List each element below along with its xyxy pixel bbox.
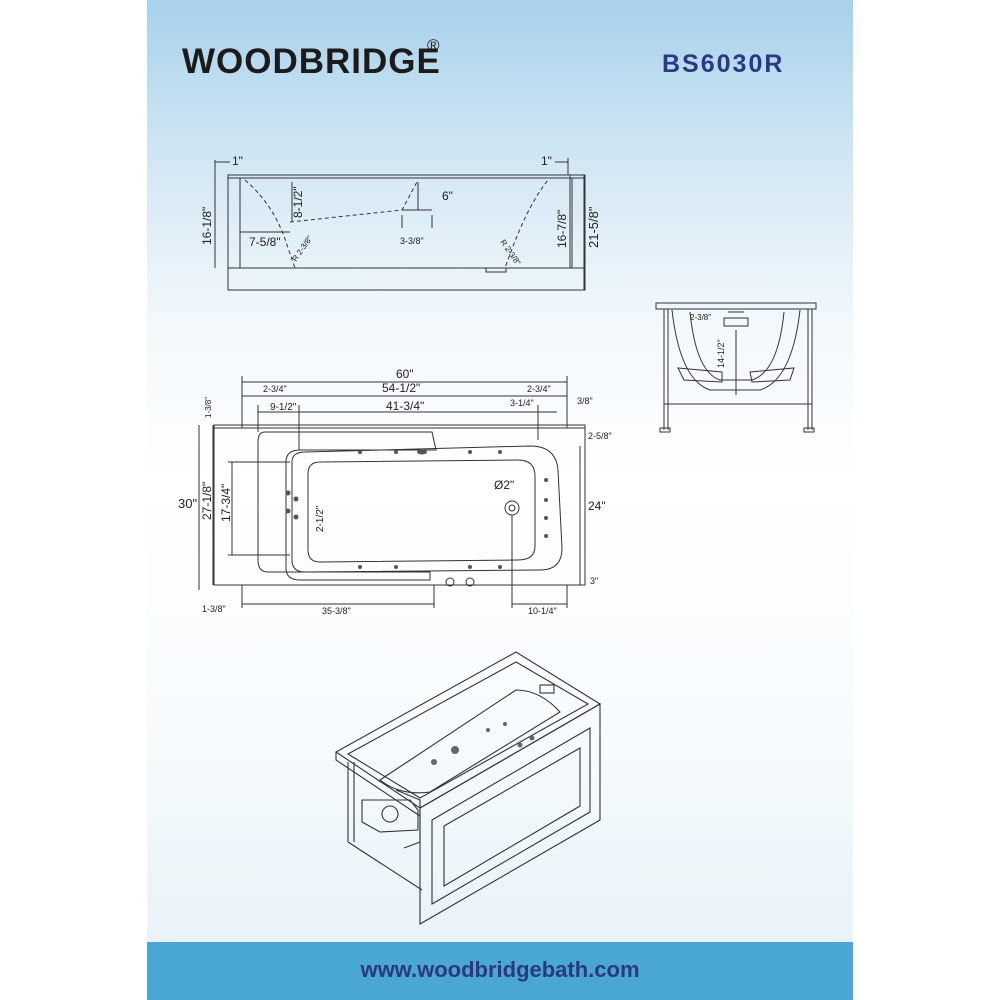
persp-basin (379, 689, 561, 794)
dim-label: 2-1/2" (315, 505, 326, 532)
side-outline (227, 174, 586, 291)
dim-label: 27-1/8" (200, 482, 214, 520)
jet-nozzles (285, 449, 548, 569)
dim-label: 3/8" (577, 396, 593, 406)
top-plan-view (198, 376, 586, 608)
plan-outer-rim (213, 424, 586, 586)
end-rim (655, 302, 817, 310)
dim-label: 54-1/2" (382, 381, 420, 395)
dim-label: 17-3/4" (219, 484, 233, 522)
dim-label: 41-3/4" (386, 399, 424, 413)
dim-label: 7-5/8" (249, 235, 281, 249)
persp-pump (361, 799, 419, 833)
dim-label: 16-1/8" (200, 207, 214, 245)
dim-label: Ø2" (494, 478, 514, 492)
persp-motor (381, 805, 399, 823)
persp-jets (431, 722, 535, 765)
brand-logo: WOODBRIDGE (182, 42, 441, 81)
seat-profile-dashed (289, 179, 419, 223)
dim-label: 3-3/8" (400, 236, 424, 246)
dim-label: 1-3/8" (204, 397, 213, 418)
persp-overflow (539, 684, 555, 694)
armrest-deck (257, 431, 437, 581)
dim-label: 14-1/2" (716, 339, 726, 368)
dim-label: R 2-3/8" (290, 234, 314, 263)
end-view (655, 302, 817, 433)
perspective-view (334, 651, 602, 925)
dim-label: 1" (541, 154, 552, 168)
dim-label: 30" (178, 496, 197, 511)
persp-frame-bottom (347, 841, 423, 891)
dim-label: 3-1/4" (510, 398, 534, 408)
dim-label: 24" (588, 499, 606, 513)
dim-label: 35-3/8" (322, 606, 351, 616)
end-foot-right (803, 427, 815, 433)
persp-rim-edge (335, 752, 421, 817)
persp-apron-panel (443, 747, 581, 887)
dim-label: 1" (232, 154, 243, 168)
dim-label: R 2-3/8" (498, 238, 522, 267)
end-pipe-right (749, 367, 795, 383)
drain-circle (504, 500, 520, 516)
basin-floor (307, 459, 536, 563)
persp-rim-top (334, 651, 602, 809)
dim-label: 6" (442, 189, 453, 203)
control-knob-1 (445, 577, 455, 587)
drain-center (508, 504, 516, 512)
dim-label: 2-5/8" (588, 431, 612, 441)
model-number: BS6030R (662, 50, 785, 78)
control-knob-2 (465, 577, 475, 587)
dim-label: 2-3/4" (527, 384, 551, 394)
drain-outlet (485, 267, 507, 273)
persp-apron-inset (431, 727, 591, 905)
dim-label: 2-3/4" (263, 384, 287, 394)
dim-label: 10-1/4" (528, 606, 557, 616)
end-foot-left (659, 427, 671, 433)
side-section-view (214, 158, 586, 291)
basin-outer (291, 445, 563, 573)
persp-pipe (395, 789, 421, 849)
interior-profile-dashed (244, 179, 549, 269)
website-url: www.woodbridgebath.com (360, 957, 640, 982)
dim-label: 60" (396, 367, 414, 381)
footer-band: www.woodbridgebath.com (147, 942, 853, 1000)
end-overflow-plate (723, 317, 749, 327)
dim-label: 21-5/8" (586, 206, 601, 248)
dim-label: 16-7/8" (555, 210, 569, 248)
persp-rim-inner (346, 661, 590, 799)
dim-label: 3" (590, 576, 598, 586)
dim-label: 8-1/2" (291, 186, 305, 218)
dim-label: 9-1/2" (270, 402, 297, 413)
end-pipe-left (677, 367, 723, 383)
dim-label: 1-3/8" (202, 604, 226, 614)
end-basin-curve (671, 309, 801, 391)
persp-apron (419, 703, 601, 925)
registered-mark: ® (427, 36, 440, 55)
dim-label: 2-3/8" (690, 313, 711, 322)
spec-sheet-background (147, 0, 853, 1000)
